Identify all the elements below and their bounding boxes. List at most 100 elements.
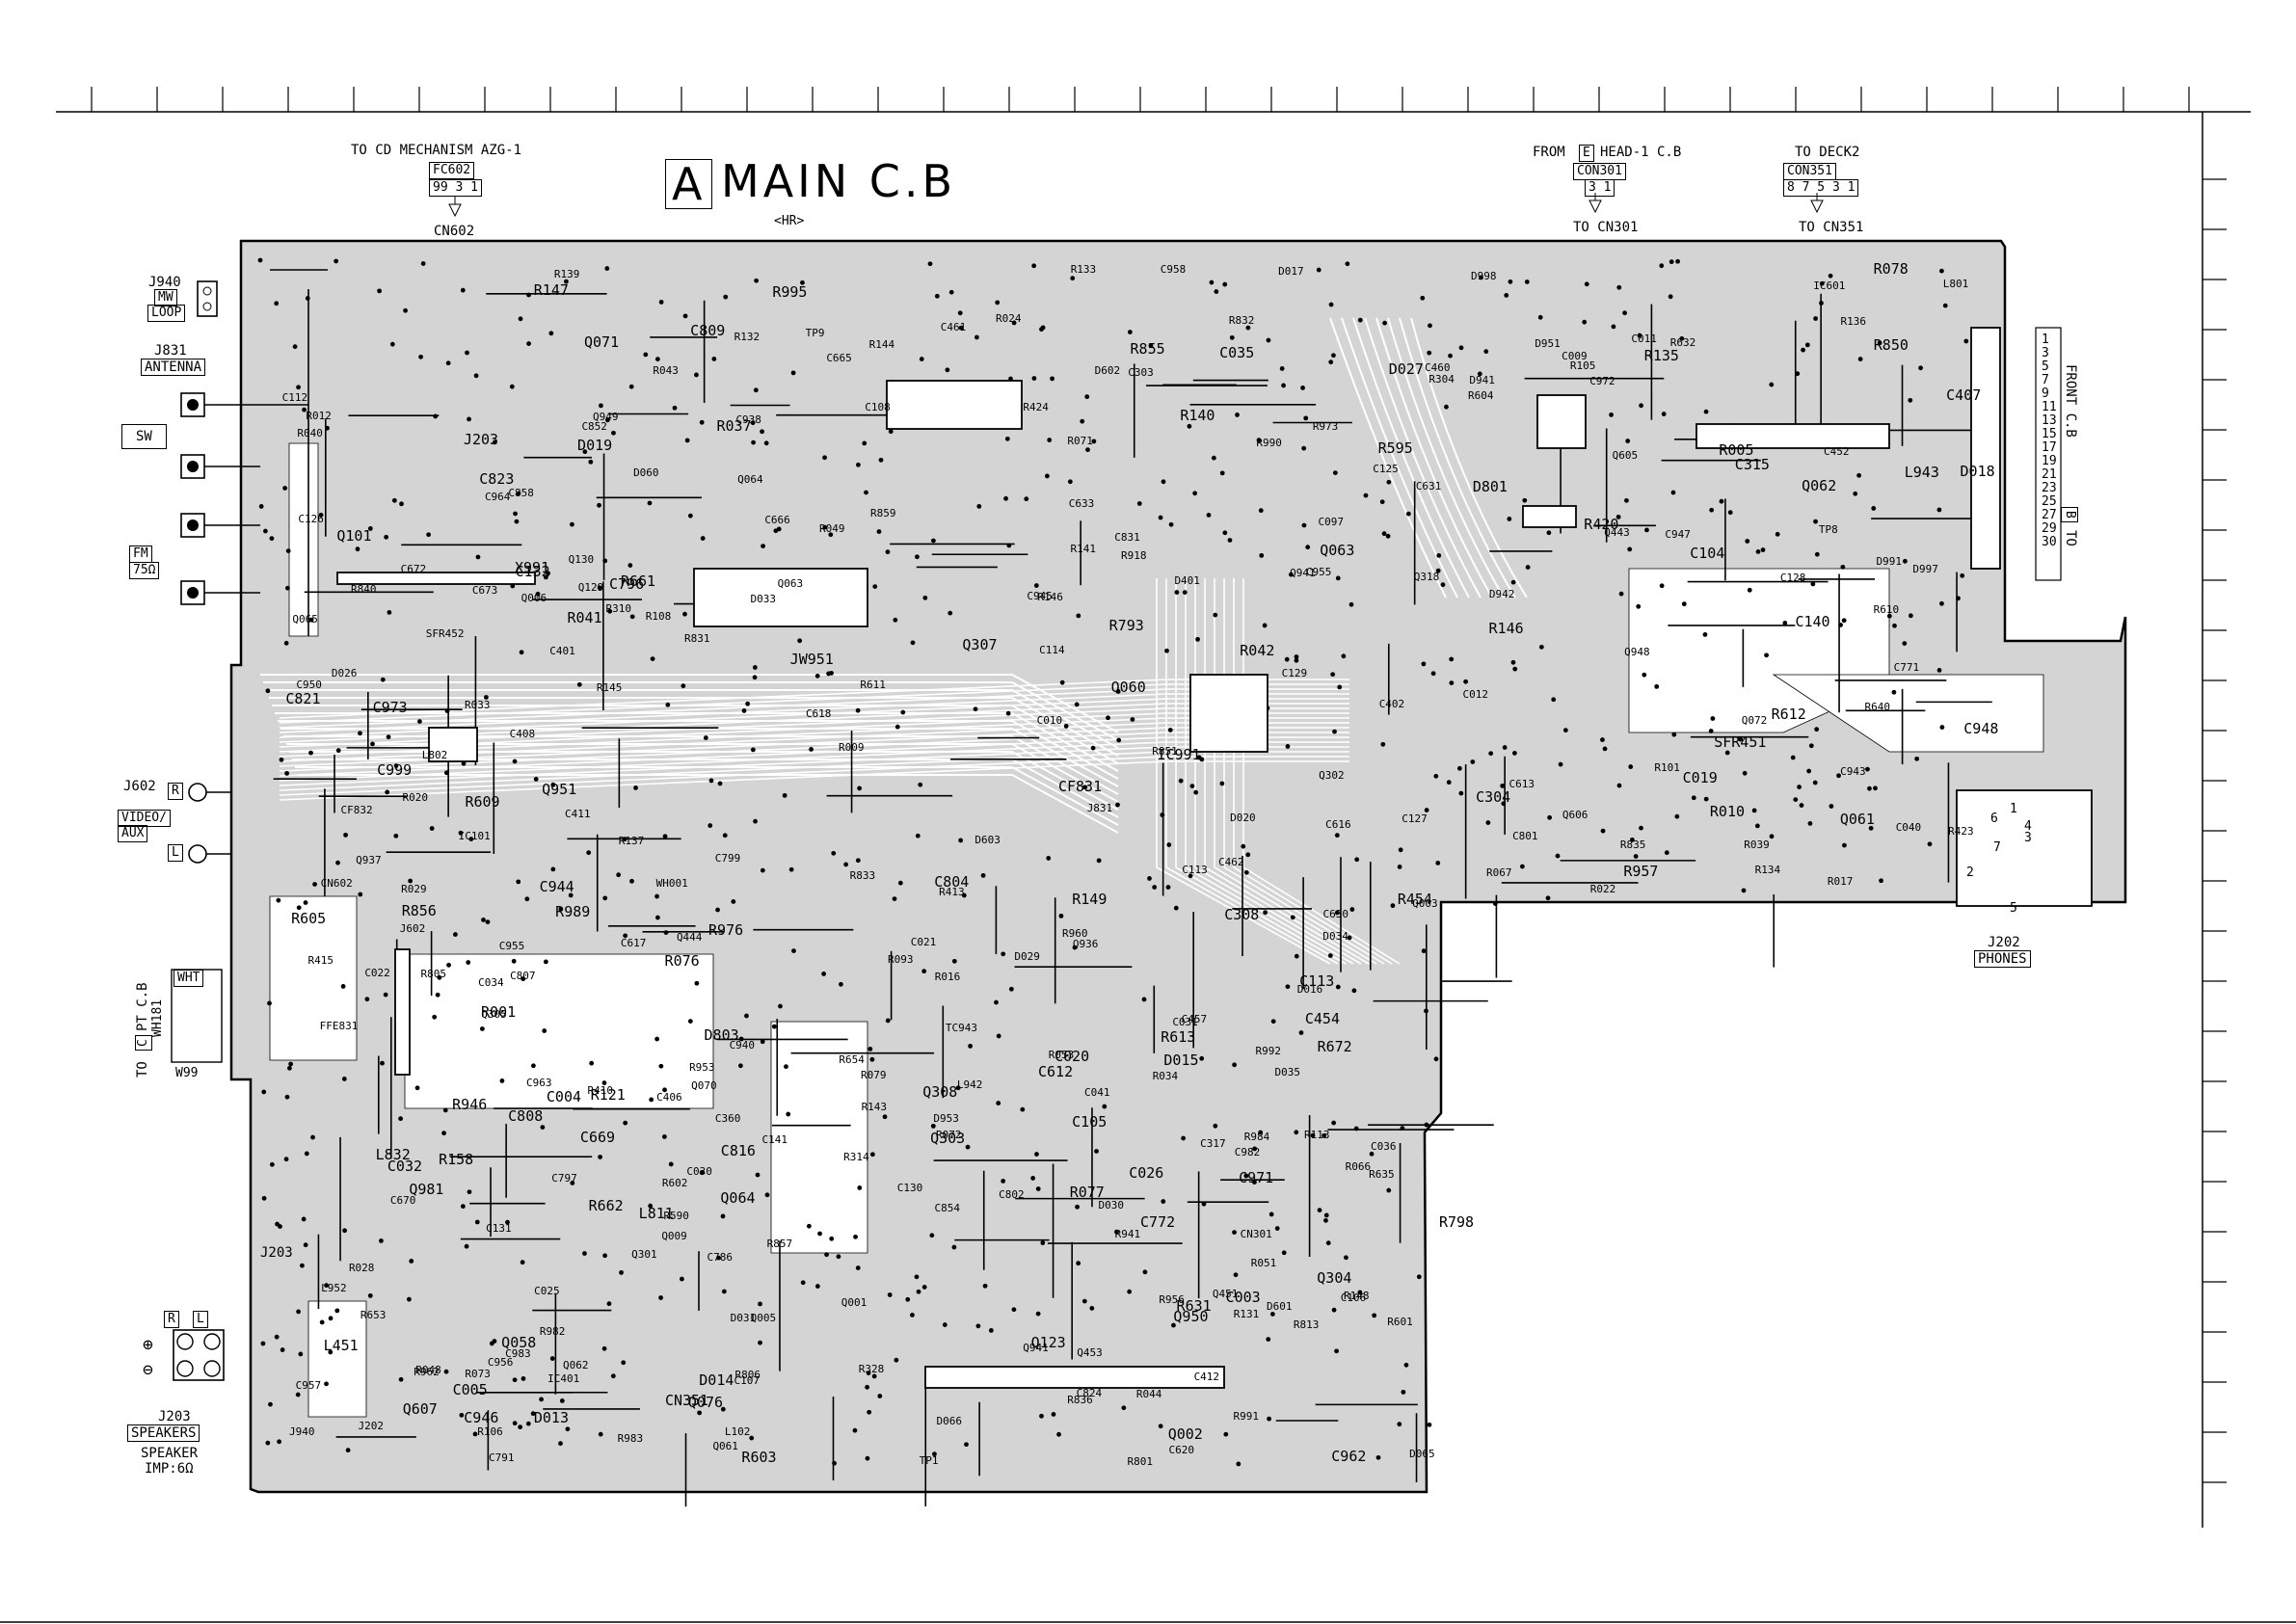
solder-pad [829, 671, 834, 676]
component-label: R632 [1669, 335, 1696, 349]
solder-pad [1428, 323, 1432, 329]
solder-pad [1507, 517, 1512, 521]
trace [1364, 317, 1482, 599]
component-label: CF832 [340, 803, 373, 816]
solder-pad [475, 554, 481, 560]
solder-pad [295, 1392, 301, 1398]
component-label: R798 [1438, 1213, 1475, 1232]
component-label: L802 [421, 748, 448, 761]
component-label: Q304 [1317, 1269, 1352, 1288]
component-label: Q061 [712, 1439, 738, 1452]
component-label: C973 [372, 699, 408, 717]
solder-pad [1259, 552, 1265, 558]
solder-pad [1348, 601, 1354, 607]
j202-pin: 6 [1990, 812, 1998, 826]
solder-pad [711, 356, 717, 361]
component-label: R813 [1293, 1318, 1320, 1331]
solder-pad [1504, 292, 1509, 298]
solder-pad [1808, 743, 1814, 749]
solder-pad [1192, 491, 1198, 496]
cn601-pin: 13 [2042, 413, 2057, 428]
component-label: R413 [939, 886, 965, 898]
front-cb-label: FRONT C.B [2063, 364, 2078, 438]
solder-pad [1219, 470, 1225, 476]
solder-pad [472, 1431, 478, 1437]
component-label: C972 [1589, 375, 1615, 388]
solder-pad [1235, 413, 1240, 417]
solder-pad [951, 958, 957, 964]
solder-pad [582, 449, 588, 455]
solder-pad [1421, 948, 1427, 954]
solder-pad [1440, 582, 1446, 588]
solder-pad [1738, 736, 1744, 742]
component-label: Q950 [1173, 1308, 1209, 1326]
component-label: Q937 [356, 854, 382, 867]
j202-pin: 5 [2010, 901, 2017, 916]
component-label: C612 [1037, 1063, 1074, 1081]
solder-pad [1243, 869, 1249, 875]
component-label: D019 [577, 437, 613, 455]
solder-pad [1270, 1019, 1276, 1025]
component-label: C823 [479, 470, 515, 489]
solder-pad [298, 1351, 304, 1357]
component-label: D942 [1488, 588, 1515, 601]
solder-pad [1427, 1422, 1432, 1427]
component-label: R806 [734, 1368, 761, 1381]
solder-pad [716, 1255, 721, 1261]
component-label: J203 [463, 430, 499, 448]
component-label: R415 [307, 953, 334, 967]
solder-pad [568, 892, 574, 898]
solder-pad [694, 372, 699, 378]
solder-pad [1085, 447, 1090, 453]
solder-pad [558, 1441, 563, 1447]
solder-pad [1857, 357, 1863, 361]
trace [260, 674, 1119, 733]
component-label: R051 [1250, 1256, 1277, 1269]
solder-pad [806, 1223, 812, 1229]
solder-pad [530, 1411, 536, 1417]
trace [1375, 317, 1493, 599]
solder-pad [1793, 797, 1799, 803]
component-label: C771 [1893, 660, 1920, 674]
solder-pad [464, 1243, 469, 1249]
solder-pad [717, 781, 723, 786]
solder-pad [367, 1292, 373, 1298]
solder-pad [628, 384, 634, 389]
solder-pad [809, 747, 814, 752]
solder-pad [334, 1308, 340, 1314]
solder-pad [1710, 716, 1716, 721]
solder-pad [699, 1170, 705, 1175]
solder-pad [755, 1172, 761, 1178]
component-label: D060 [633, 466, 659, 479]
component-label: C858 [508, 486, 534, 499]
trace [289, 751, 1119, 811]
solder-pad [418, 354, 423, 359]
solder-pad [443, 1369, 449, 1374]
solder-pad [1891, 689, 1897, 695]
solder-pad [435, 992, 441, 998]
solder-pad [731, 899, 736, 904]
solder-pad [284, 770, 290, 776]
solder-pad [1602, 746, 1608, 752]
component-label: C797 [551, 1172, 577, 1185]
j602-r-mark: R [168, 783, 183, 800]
solder-pad [426, 532, 432, 538]
solder-pad [611, 430, 616, 436]
solder-pad [308, 617, 314, 623]
solder-pad [1813, 316, 1819, 321]
solder-pad [1074, 702, 1080, 707]
solder-pad [707, 823, 713, 828]
solder-pad [380, 1060, 385, 1066]
solder-pad [1867, 785, 1872, 791]
component-label: R856 [401, 901, 437, 919]
solder-pad [274, 301, 280, 306]
component-label: D601 [1266, 1300, 1293, 1314]
solder-pad [1188, 873, 1193, 879]
solder-pad [945, 367, 950, 373]
w99-label: W99 [175, 1066, 199, 1080]
component-label: C999 [377, 760, 413, 779]
solder-pad [672, 405, 678, 411]
solder-pad [1075, 1204, 1080, 1210]
solder-pad [1115, 689, 1121, 694]
solder-pad [1322, 1132, 1326, 1138]
